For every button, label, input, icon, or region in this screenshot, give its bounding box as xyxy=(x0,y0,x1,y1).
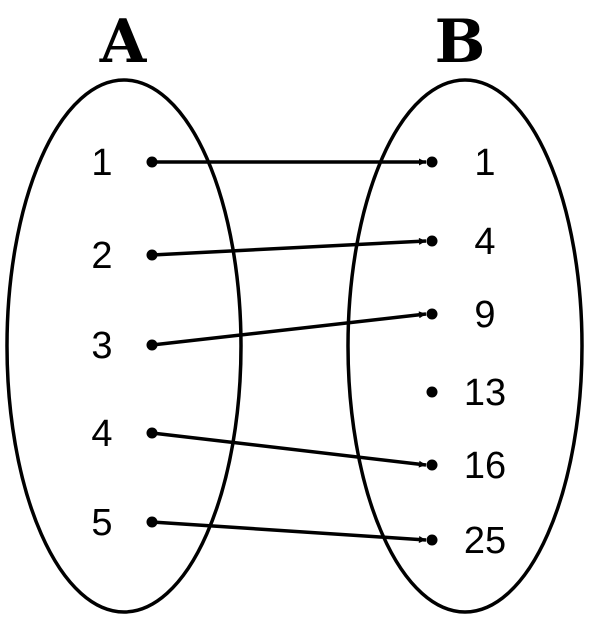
set-a-element-label: 1 xyxy=(91,142,112,184)
set-b-element-dot xyxy=(426,386,438,398)
set-a-element-label: 4 xyxy=(91,413,112,455)
set-b-element-dot xyxy=(426,459,438,471)
mapping-arrow xyxy=(151,431,427,468)
set-b-title: B xyxy=(435,7,486,77)
set-a-element-dot xyxy=(146,249,158,261)
set-b-element-label: 1 xyxy=(474,142,495,184)
set-a-element-label: 5 xyxy=(91,502,112,544)
set-b-element-dot xyxy=(426,156,438,168)
set-b-oval xyxy=(346,78,584,614)
mapping-arrows xyxy=(151,158,427,544)
set-b-element-label: 9 xyxy=(474,294,495,336)
set-b-element-label: 25 xyxy=(464,520,506,562)
mapping-arrow xyxy=(151,311,427,347)
set-a-elements: 1 2 3 4 5 xyxy=(91,142,158,544)
set-a-element-label: 3 xyxy=(91,325,112,367)
set-b-element-dot xyxy=(426,308,438,320)
set-a-title: A xyxy=(99,7,148,77)
mapping-arrow xyxy=(151,520,427,544)
set-b-element-dot xyxy=(426,534,438,546)
set-b-elements: 1 4 9 13 16 25 xyxy=(426,142,506,562)
mapping-arrow xyxy=(151,237,427,257)
set-a-oval xyxy=(5,78,243,614)
set-b-element-label: 16 xyxy=(464,445,506,487)
set-b-element-label: 4 xyxy=(474,221,495,263)
set-b: B 1 4 9 13 16 25 xyxy=(346,7,584,614)
set-a: A 1 2 3 4 5 xyxy=(5,7,243,614)
set-b-element-dot xyxy=(426,235,438,247)
set-b-element-label: 13 xyxy=(464,372,506,414)
set-a-element-label: 2 xyxy=(91,235,112,277)
